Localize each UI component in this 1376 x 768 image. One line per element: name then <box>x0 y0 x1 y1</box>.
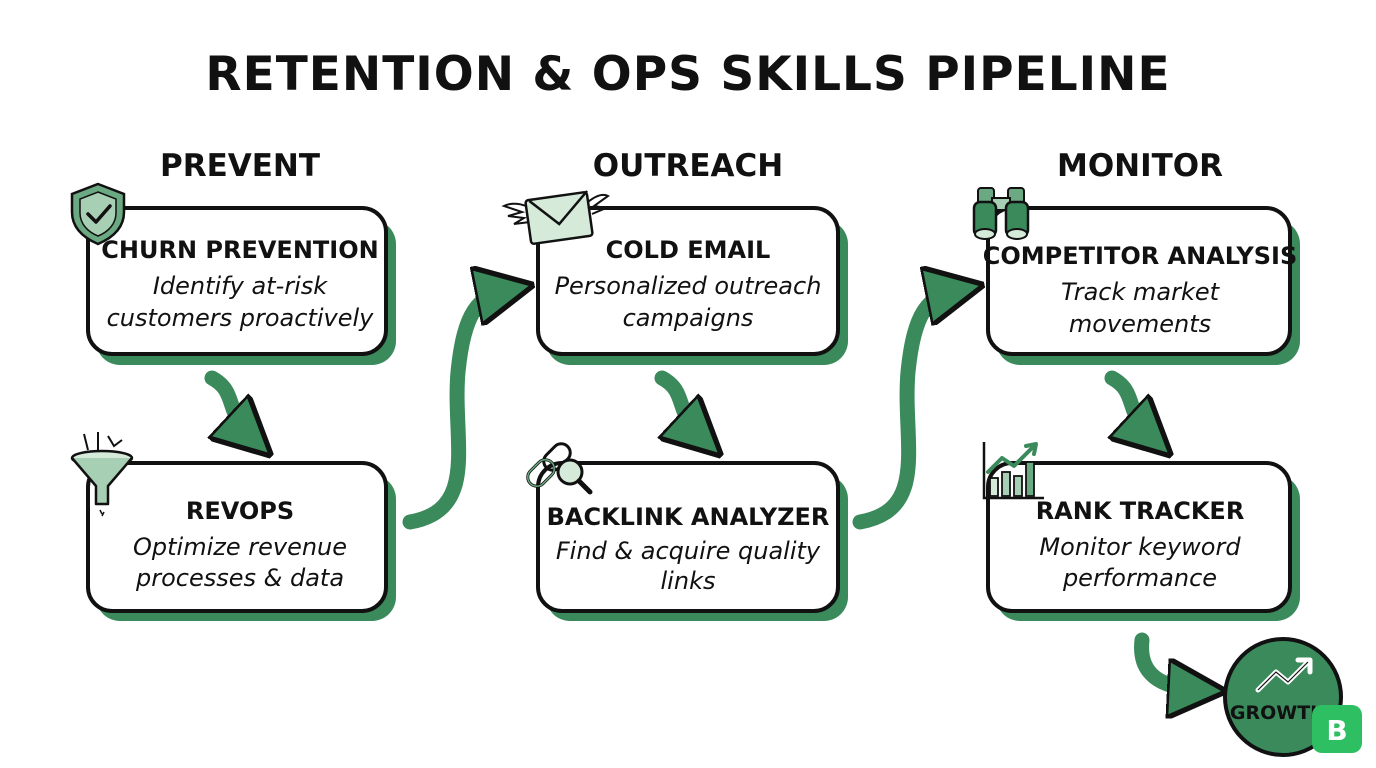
link-magnifier-icon <box>526 442 593 495</box>
card-description-line: Find & acquire quality <box>556 537 821 565</box>
binoculars-icon <box>972 187 1030 240</box>
funnel-icon <box>70 432 134 517</box>
shield-check-icon <box>70 182 126 246</box>
card-backlink-analyzer: BACKLINK ANALYZER Find & acquire quality… <box>536 461 848 621</box>
page-title: RETENTION & OPS SKILLS PIPELINE <box>205 47 1170 102</box>
trend-arrow-icon <box>1255 657 1313 693</box>
card-description-line: movements <box>1069 310 1211 338</box>
card-cold-email: COLD EMAIL Personalized outreach campaig… <box>536 206 848 365</box>
column-heading-prevent: PREVENT <box>160 148 320 184</box>
card-title: REVOPS <box>186 497 294 525</box>
card-title: COLD EMAIL <box>606 236 771 264</box>
card-description-line: customers proactively <box>107 304 375 332</box>
card-description-line: Optimize revenue <box>133 533 347 561</box>
arrow-backlink-to-competitor <box>852 290 958 530</box>
growth-label: GROWTH <box>1230 702 1326 724</box>
card-competitor-analysis: COMPETITOR ANALYSIS Track market movemen… <box>983 206 1300 365</box>
rising-bar-chart-icon <box>982 442 1044 500</box>
card-description-line: performance <box>1062 564 1217 592</box>
column-heading-monitor: MONITOR <box>1057 148 1223 184</box>
brand-badge-letter: B <box>1326 714 1347 747</box>
card-churn-prevention: CHURN PREVENTION Identify at-risk custom… <box>86 206 396 365</box>
card-title: BACKLINK ANALYZER <box>547 503 830 531</box>
card-rank-tracker: RANK TRACKER Monitor keyword performance <box>986 461 1300 621</box>
card-title: RANK TRACKER <box>1036 497 1245 525</box>
card-description-line: Track market <box>1061 278 1221 306</box>
winged-envelope-icon <box>501 190 610 245</box>
card-title: CHURN PREVENTION <box>101 236 378 264</box>
column-heading-outreach: OUTREACH <box>593 148 783 184</box>
arrow-revops-to-coldemail <box>402 290 508 530</box>
arrow-competitor-to-rank <box>1104 370 1152 438</box>
card-description-line: processes & data <box>135 564 344 592</box>
arrow-rank-to-growth <box>1134 632 1200 690</box>
card-revops: REVOPS Optimize revenue processes & data <box>86 461 396 621</box>
arrow-churn-to-revops <box>204 370 252 438</box>
card-description-line: Identify at-risk <box>153 272 328 300</box>
card-title: COMPETITOR ANALYSIS <box>983 242 1297 270</box>
card-description-line: links <box>661 567 716 595</box>
arrow-coldemail-to-backlink <box>654 370 702 438</box>
card-description-line: Personalized outreach <box>555 272 822 300</box>
brand-badge: B <box>1312 705 1362 753</box>
card-description-line: campaigns <box>623 304 754 332</box>
card-description-line: Monitor keyword <box>1039 533 1241 561</box>
